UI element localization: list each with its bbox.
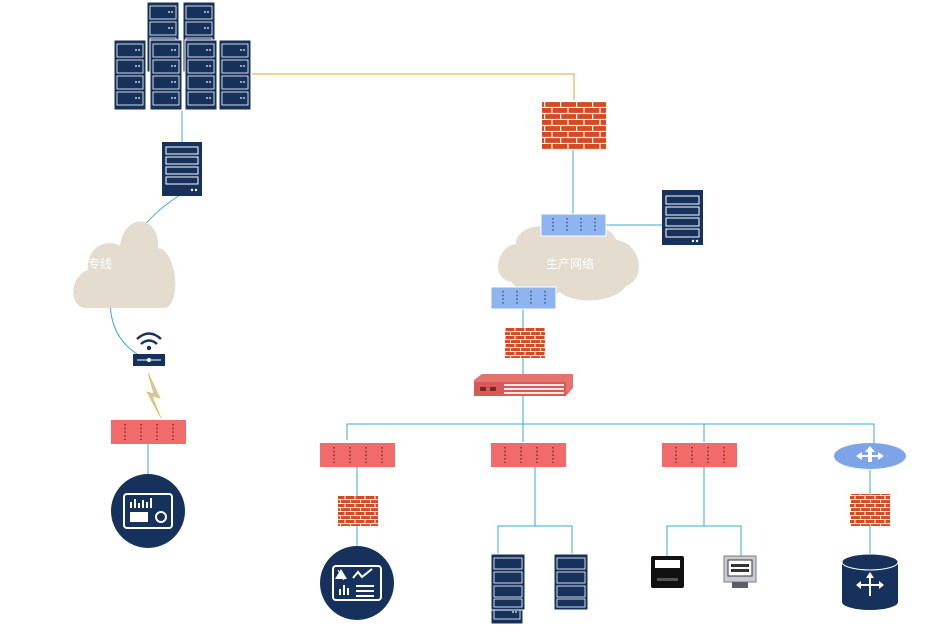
server-icon [161, 141, 203, 197]
router-cylinder-icon [841, 553, 899, 610]
rack-server-pair [490, 553, 589, 625]
switch-branch-2 [490, 442, 567, 468]
meter-display-icon [723, 555, 757, 588]
switch-branch-3 [661, 442, 738, 468]
lightning-icon [146, 372, 162, 419]
firewall-secondary [505, 328, 545, 358]
firewall-main [542, 101, 606, 149]
cloud-dedicated-line: 专线 [73, 221, 176, 308]
router-disc-icon [834, 443, 906, 469]
firewall-branch-1 [338, 496, 378, 526]
dedicated-line-label: 专线 [88, 256, 112, 271]
core-switch [474, 374, 573, 396]
server-icon-right [662, 190, 703, 245]
switch-left [110, 419, 187, 445]
orange-link [252, 73, 575, 100]
alert-dashboard-icon [320, 546, 394, 620]
switch-blue-top [540, 213, 607, 237]
switch-blue-lower [490, 286, 557, 310]
switch-branch-1 [319, 442, 396, 468]
meter-device-icon [651, 556, 684, 588]
production-network-label: 生产网络 [546, 256, 594, 271]
wireless-router-icon [133, 332, 165, 366]
firewall-branch-4 [850, 494, 890, 526]
datacenter-server-cluster [113, 1, 252, 111]
distribution-bus [346, 423, 875, 444]
cloud-production-network: 生产网络 [498, 225, 639, 301]
connection-lines [110, 73, 875, 556]
dashboard-monitor-icon [111, 474, 185, 548]
